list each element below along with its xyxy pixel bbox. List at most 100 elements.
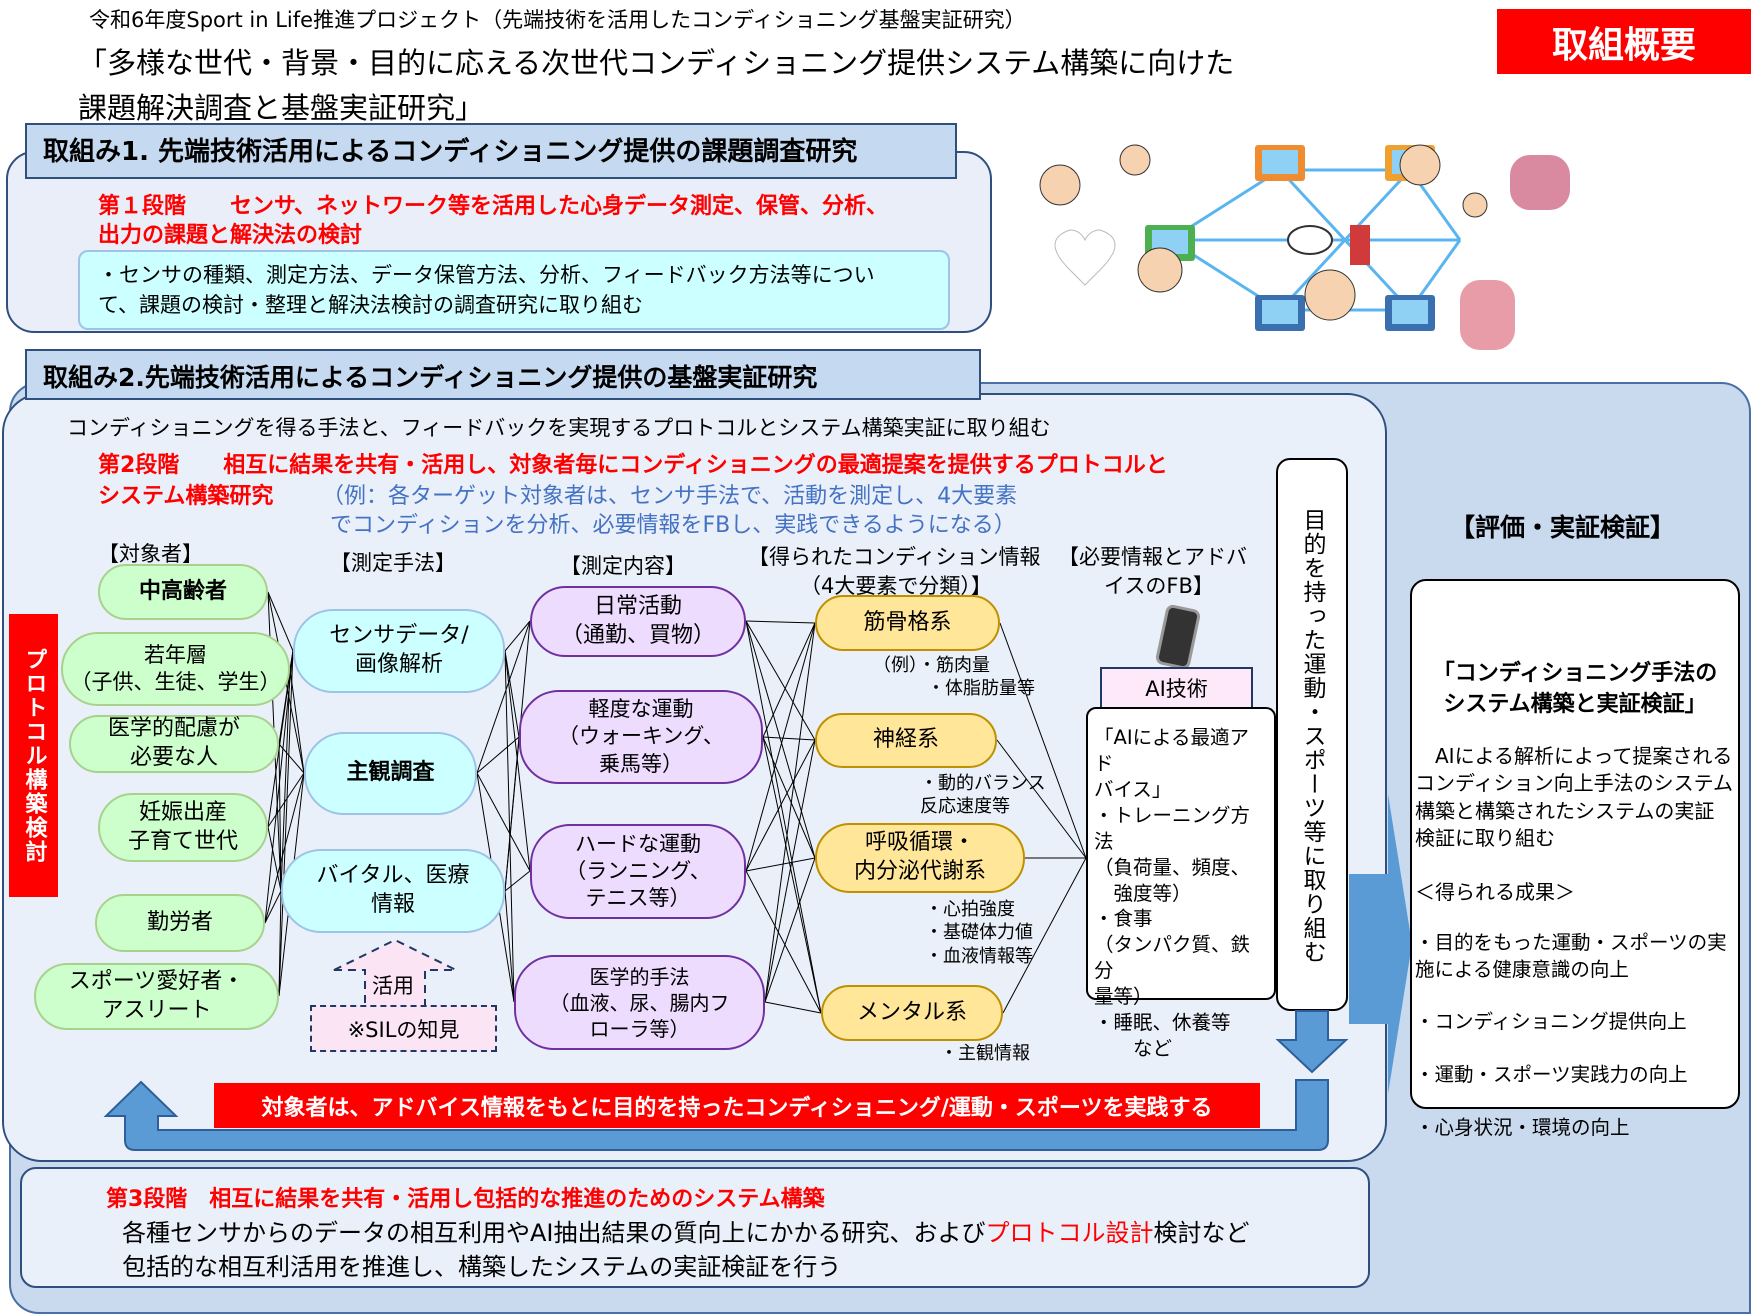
target-athletes: スポーツ愛好者・ アスリート <box>34 963 279 1030</box>
stage1-line1: 第１段階 センサ、ネットワーク等を活用した心身データ測定、保管、分析、 <box>98 194 889 219</box>
connection-line <box>267 650 294 828</box>
connection-line <box>504 620 531 652</box>
connection-line <box>264 650 294 924</box>
katsuyou-label: 活用 <box>372 974 414 998</box>
effort2-heading: 取組み2.先端技術活用によるコンディショニング提供の基盤実証研究 <box>25 349 981 400</box>
effort2-intro: コンディショニングを得る手法と、フィードバックを実現するプロトコルとシステム構築… <box>67 416 1051 440</box>
target-medical-care: 医学的配慮が 必要な人 <box>69 715 279 773</box>
col-conditions-line1: 【得られたコンディション情報 <box>748 545 1041 569</box>
content-light-exercise: 軽度な運動 （ウォーキング、 乗馬等） <box>519 690 763 784</box>
target-youth: 若年層 （子供、生徒、学生） <box>61 632 290 706</box>
method-sensor: センサデータ/ 画像解析 <box>293 609 505 693</box>
connection-line <box>504 650 520 738</box>
desc-line2: て、課題の検討・整理と解決法検討の調査研究に取り組む <box>98 293 643 318</box>
stage1-line2: 出力の課題と解決法の検討 <box>98 223 363 248</box>
content-medical: 医学的手法 （血液、尿、腸内フ ローラ等） <box>514 955 765 1050</box>
smartphone-icon <box>1155 604 1201 670</box>
condition-mental: メンタル系 <box>821 985 1003 1041</box>
col-fb-line2: イスのFB】 <box>1104 574 1214 598</box>
connection-line <box>264 890 282 924</box>
overview-badge: 取組概要 <box>1497 9 1751 74</box>
target-middle-aged: 中高齢者 <box>98 564 268 620</box>
content-daily: 日常活動 （通勤、買物） <box>530 586 746 657</box>
col-targets: 【対象者】 <box>98 542 203 566</box>
col-fb-line1: 【必要情報とアドバ <box>1058 545 1247 569</box>
connection-line <box>476 736 520 774</box>
connection-line <box>267 772 305 828</box>
connection-line <box>504 736 520 892</box>
cloud-icon <box>1287 225 1333 255</box>
protocol-design-highlight: プロトコル設計 <box>985 1219 1154 1247</box>
note-mental: ・主観情報 <box>940 1043 1030 1064</box>
connection-line <box>504 650 515 1003</box>
col-conditions-line2: （4大要素で分類）】 <box>800 574 992 598</box>
result-item: ・運動・スポーツ実践力の向上 <box>1415 1062 1688 1086</box>
evaluation-box: 「コンディショニング手法の システム構築と実証検証」 AIによる解析によって提案… <box>1410 579 1740 1139</box>
example-line1: （例：各ターゲット対象者は、センサ手法で、活動を測定し、4大要素 <box>322 484 1018 509</box>
effort1-heading: 取組み1. 先端技術活用によるコンディショニング提供の課題調査研究 <box>25 123 957 179</box>
connection-line <box>745 620 816 859</box>
method-survey: 主観調査 <box>304 732 477 815</box>
effort1-description: ・センサの種類、測定方法、データ保管方法、分析、フィードバック方法等につい て、… <box>78 250 950 330</box>
result-item: ・目的をもった運動・スポーツの実 施による健康意識の向上 <box>1415 931 1727 981</box>
stage3-line2: 包括的な相互利活用を推進し、構築したシステムの実証検証を行う <box>122 1253 842 1281</box>
connection-line <box>264 772 305 924</box>
connection-line <box>764 622 816 1003</box>
connection-line <box>504 870 531 892</box>
connection-line <box>267 591 294 652</box>
heart-icon <box>1054 229 1116 286</box>
person-icon <box>1039 144 1488 321</box>
evaluation-heading: 【評価・実証検証】 <box>1450 513 1676 542</box>
note-respiratory: ・心拍強度 ・基礎体力値 ・血液情報等 <box>925 899 1033 967</box>
organ-icon <box>1460 155 1570 350</box>
evaluation-description: AIによる解析によって提案される コンディション向上手法のシステム 構築と構築さ… <box>1415 744 1733 851</box>
desc-line1: ・センサの種類、測定方法、データ保管方法、分析、フィードバック方法等につい <box>98 263 875 287</box>
condition-respiratory: 呼吸循環・ 内分泌代謝系 <box>815 823 1025 893</box>
note-musculoskeletal: （例）・筋肉量 ・体脂肪量等 <box>873 655 1035 700</box>
connection-line <box>745 739 816 872</box>
connection-line <box>745 620 816 741</box>
stage3-line1-end: 検討など <box>1153 1219 1250 1247</box>
connection-line <box>999 622 1087 859</box>
network-illustration <box>1039 144 1570 350</box>
connection-line <box>745 870 822 1014</box>
connection-line <box>504 890 515 1003</box>
col-contents: 【測定内容】 <box>560 554 686 578</box>
connection-line <box>764 739 816 1003</box>
note-nervous: ・動的バランス 反応速度等 <box>920 773 1046 818</box>
connection-line <box>745 620 822 1014</box>
connection-line <box>745 620 816 624</box>
connection-line <box>764 1001 822 1014</box>
result-item: ・心身状況・環境の向上 <box>1415 1115 1630 1139</box>
results-list: ・目的をもった運動・スポーツの実 施による健康意識の向上 ・コンディショニング提… <box>1415 904 1727 1167</box>
target-parenting: 妊娠出産 子育て世代 <box>98 793 268 862</box>
connection-line <box>278 650 294 997</box>
connection-line <box>1002 857 1087 1014</box>
connection-line <box>267 826 282 892</box>
connection-line <box>996 739 1087 859</box>
purposeful-exercise-label: 目的を持った運動・スポーツ等に取り組む <box>1276 458 1348 1011</box>
connection-line <box>762 622 816 738</box>
condition-nervous: 神経系 <box>815 713 997 768</box>
connection-line <box>762 736 822 1014</box>
connection-line <box>764 857 816 1003</box>
stage3-line1-text: 各種センサからのデータの相互利用やAI抽出結果の質向上にかかる研究、および <box>122 1219 986 1247</box>
connection-line <box>278 743 282 892</box>
ai-advice-box: 「AIによる最適アド バイス」 ・トレーニング方法 （負荷量、頻度、 強度等） … <box>1086 707 1276 1060</box>
connection-line <box>476 620 531 774</box>
page-title-line1: 「多様な世代・背景・目的に応える次世代コンディショニング提供システム構築に向けた <box>78 46 1235 80</box>
target-workers: 勤労者 <box>95 894 265 952</box>
stage2-line1: 第2段階 相互に結果を共有・活用し、対象者毎にコンディショニングの最適提案を提供… <box>98 453 1168 478</box>
protocol-label: プロトコル構築検討 <box>9 614 58 897</box>
connection-line <box>745 622 816 872</box>
subtitle: 令和6年度Sport in Life推進プロジェクト（先端技術を活用したコンディ… <box>89 8 1026 32</box>
sil-knowledge-box: ※SILの知見 <box>310 1005 497 1052</box>
practice-bar: 対象者は、アドバイス情報をもとに目的を持ったコンディショニング/運動・スポーツを… <box>214 1083 1260 1128</box>
col-methods: 【測定手法】 <box>330 551 456 575</box>
connection-line <box>278 890 282 997</box>
connection-line <box>745 857 816 872</box>
method-vital: バイタル、医療 情報 <box>281 849 505 933</box>
connection-line <box>289 668 305 774</box>
